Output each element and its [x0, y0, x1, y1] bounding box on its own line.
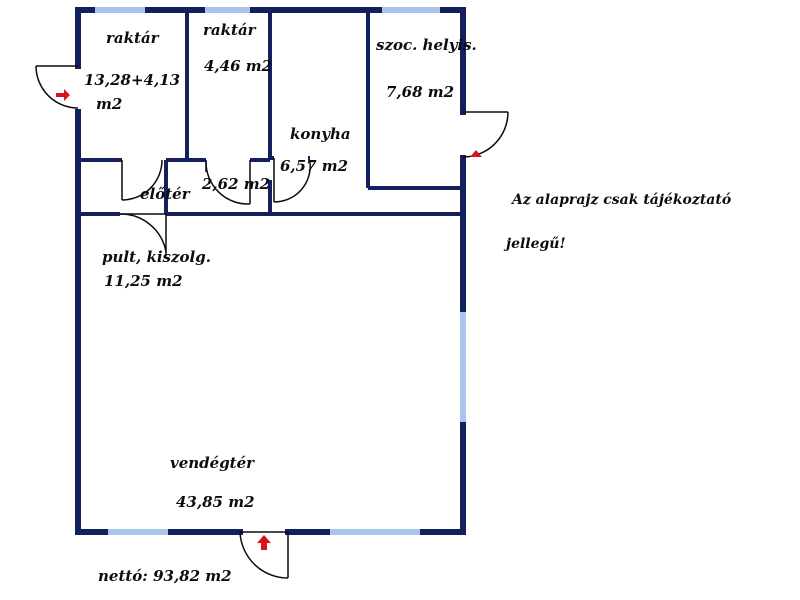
disclaimer-line-1: Az alaprajz csak tájékoztató	[512, 192, 732, 208]
door-storage-mid	[205, 160, 251, 205]
entrance-arrows	[56, 89, 482, 550]
room-name-bar: pult, kiszolg.	[102, 248, 211, 266]
red-arrow-icon-right	[470, 150, 482, 157]
door-kitchen	[273, 158, 311, 203]
red-arrow-icon-main	[257, 535, 271, 550]
room-area-entry: 2,62 m2	[202, 175, 271, 193]
room-name-social: szoc. helyis.	[376, 36, 477, 54]
room-name-kitchen: konyha	[290, 125, 351, 143]
door-left-exterior	[35, 65, 79, 109]
room-area-storage-mid: 4,46 m2	[204, 57, 273, 75]
room-area-kitchen: 6,57 m2	[280, 157, 349, 175]
room-area-storage-left-unit: m2	[96, 95, 123, 113]
door-main-entrance	[239, 531, 289, 579]
disclaimer-line-2: jellegű!	[506, 236, 566, 252]
room-area-guest: 43,85 m2	[176, 493, 255, 511]
doors	[35, 65, 509, 579]
door-right-exterior	[462, 111, 509, 158]
windows	[95, 7, 466, 535]
door-hall	[119, 213, 167, 256]
room-name-guest: vendégtér	[170, 454, 255, 472]
door-storage-left	[121, 159, 163, 201]
room-area-bar: 11,25 m2	[104, 272, 183, 290]
room-area-storage-left: 13,28+4,13	[84, 71, 181, 89]
room-name-storage-mid: raktár	[203, 21, 256, 39]
room-name-entry: előtér	[140, 185, 190, 203]
interior-walls	[78, 10, 463, 216]
room-name-storage-left: raktár	[106, 29, 159, 47]
net-total-area: nettó: 93,82 m2	[98, 567, 232, 585]
room-area-social: 7,68 m2	[386, 83, 455, 101]
red-arrow-icon-left	[56, 89, 70, 101]
